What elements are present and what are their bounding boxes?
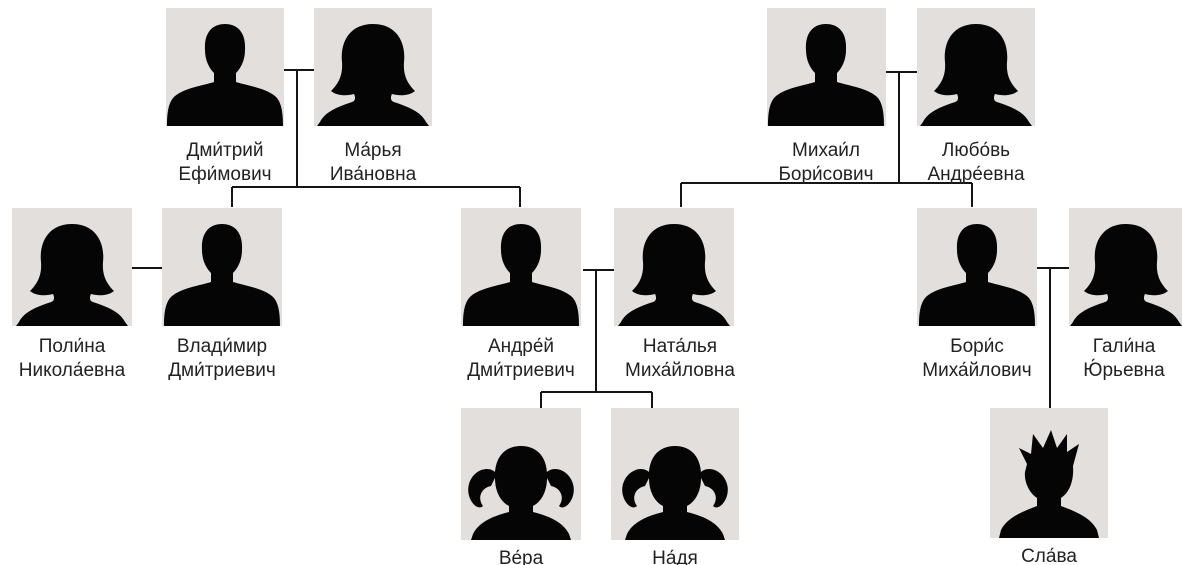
person-polina: Поли́на Никола́евна (12, 208, 132, 381)
name-line-1: Ве́ра (499, 548, 544, 565)
connectors (132, 69, 1069, 408)
name-line-1: Сла́ва (1021, 546, 1077, 565)
name-line-2: Миха́йлович (922, 360, 1031, 381)
name-line-1: Влади́мир (177, 336, 267, 357)
name-line-1: Ната́лья (643, 336, 717, 357)
name-line-1: На́дя (652, 548, 698, 565)
name-line-2: Бори́сович (778, 164, 873, 185)
name-line-2: Миха́йловна (625, 360, 735, 381)
person-nadya: На́дя (611, 408, 739, 565)
name-line-2: Дми́триевич (467, 360, 575, 381)
name-line-1: Дми́трий (186, 140, 263, 161)
person-vera: Ве́ра (461, 408, 581, 565)
name-line-2: Ива́новна (330, 164, 417, 185)
person-vladimir: Влади́мир Дми́триевич (162, 208, 282, 381)
name-line-2: Андре́евна (927, 164, 1025, 185)
name-line-1: Андре́й (488, 336, 554, 357)
person-lyubov: Любо́вь Андре́евна (917, 8, 1035, 185)
person-dmitry: Дми́трий Ефи́мович (166, 8, 284, 185)
name-line-2: Никола́евна (19, 360, 126, 381)
name-line-1: Гали́на (1093, 336, 1156, 357)
name-line-1: Поли́на (39, 336, 106, 357)
name-line-1: Бори́с (950, 336, 1004, 357)
person-mikhail: Михаи́л Бори́сович (767, 8, 886, 185)
person-marya: Ма́рья Ива́новна (314, 8, 432, 185)
person-boris: Бори́с Миха́йлович (917, 208, 1037, 381)
name-line-2: Ю́рьевна (1083, 359, 1165, 381)
person-galina: Гали́на Ю́рьевна (1069, 208, 1182, 381)
name-line-1: Михаи́л (792, 140, 860, 161)
name-line-2: Ефи́мович (178, 164, 271, 185)
name-line-1: Ма́рья (344, 140, 401, 161)
name-line-2: Дми́триевич (168, 360, 276, 381)
person-slava: Сла́ва (990, 408, 1108, 565)
person-andrey: Андре́й Дми́триевич (461, 208, 581, 381)
person-natalya: Ната́лья Миха́йловна (614, 208, 735, 381)
name-line-1: Любо́вь (942, 140, 1010, 161)
